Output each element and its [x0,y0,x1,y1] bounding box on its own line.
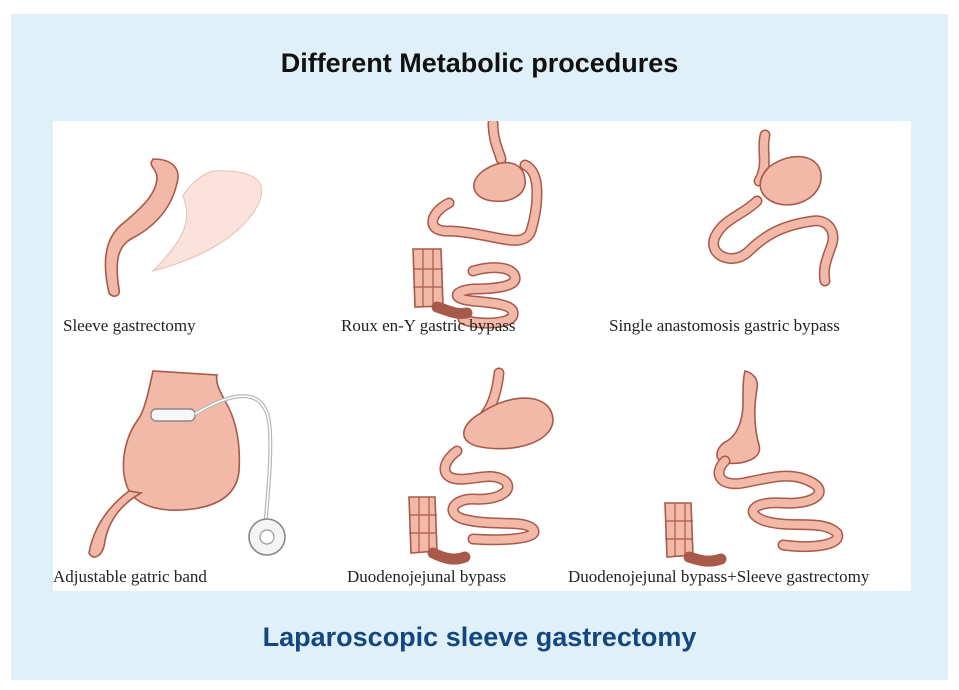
roux-en-y-shape [413,123,537,323]
single-anastomosis-shape [714,135,833,281]
duodenojejunal-shape [409,373,553,559]
page-title: Different Metabolic procedures [0,48,959,79]
procedure-label-roux-en-y: Roux en-Y gastric bypass [341,316,516,336]
procedure-label-djb-sleeve: Duodenojejunal bypass+Sleeve gastrectomy [568,567,869,587]
procedures-figure: .t{fill:#f2b8a8;stroke:#a85a4a;stroke-wi… [53,121,911,591]
sleeve-gastrectomy-illustration: .t{fill:#f2b8a8;stroke:#a85a4a;stroke-wi… [53,121,911,591]
procedure-label-sleeve: Sleeve gastrectomy [63,316,196,336]
procedure-label-single-anastomosis: Single anastomosis gastric bypass [609,316,840,336]
djb-sleeve-shape [665,371,838,561]
sleeve-stomach-shape [105,159,261,296]
subtitle: Laparoscopic sleeve gastrectomy [0,622,959,653]
gastric-band-shape [53,371,285,591]
procedure-label-gastric-band: Adjustable gatric band [53,567,207,587]
procedure-label-duodenojejunal: Duodenojejunal bypass [347,567,506,587]
